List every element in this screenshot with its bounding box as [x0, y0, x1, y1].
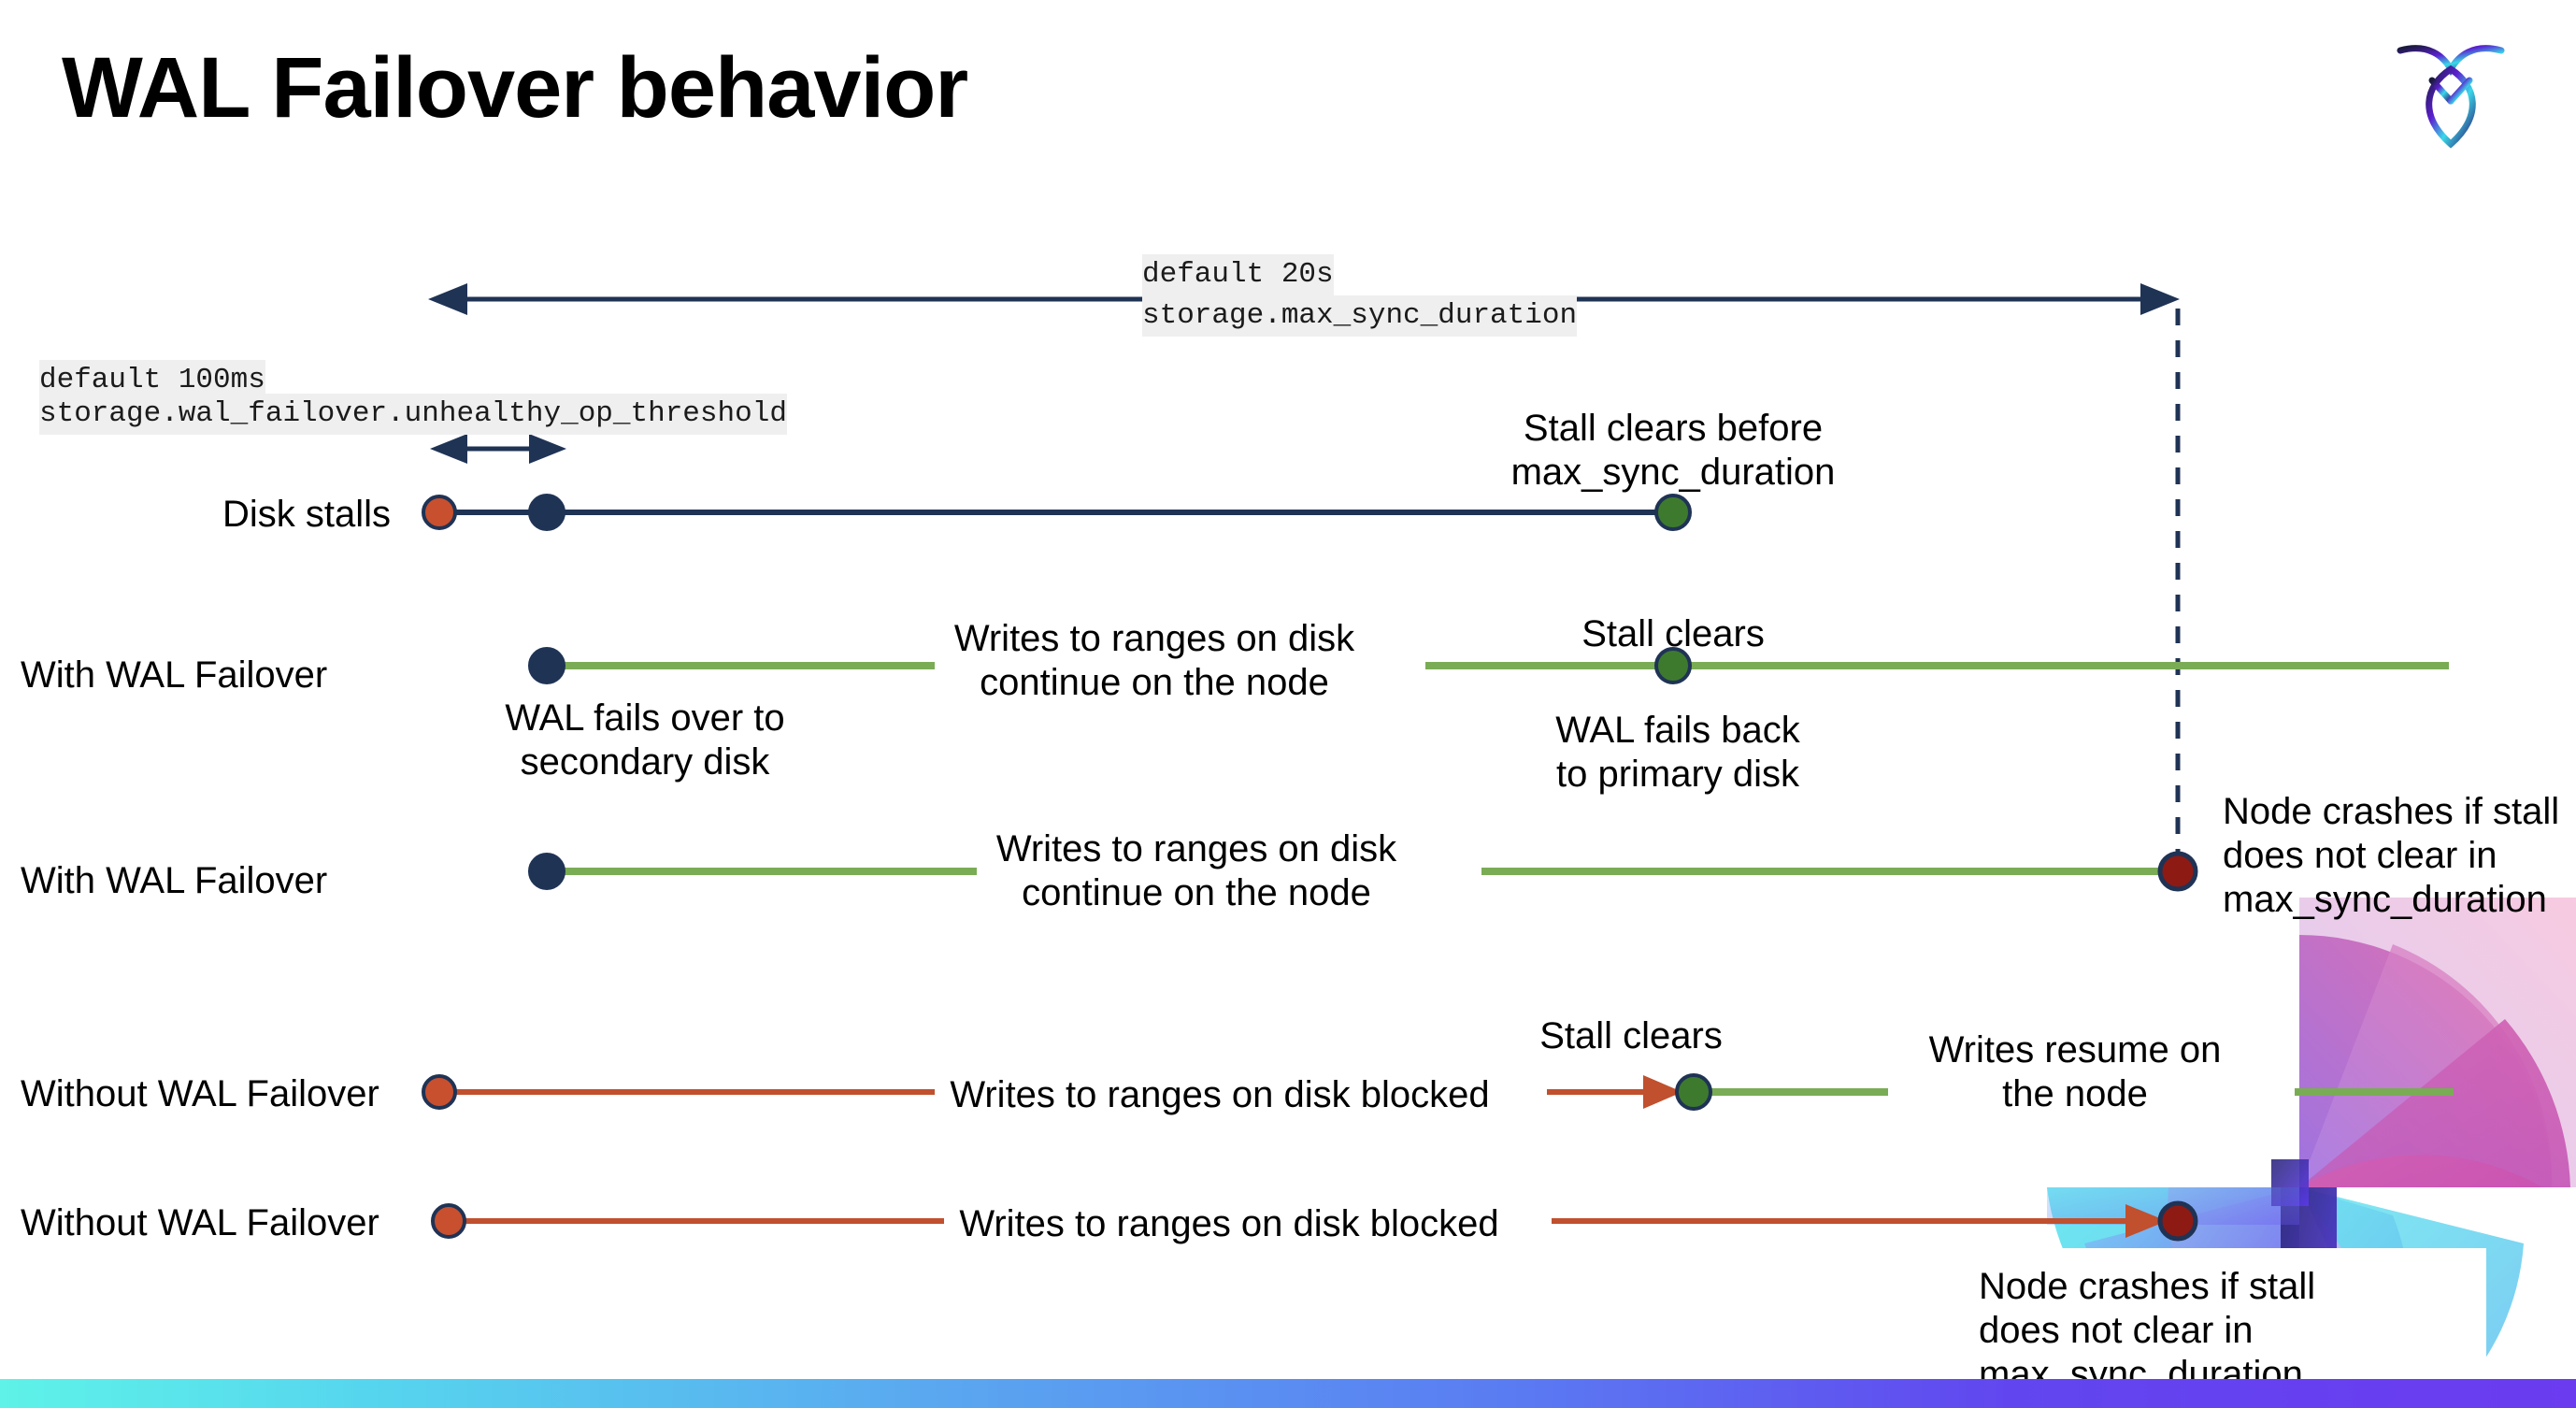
- unhealthy-op-setting-label: storage.wal_failover.unhealthy_op_thresh…: [39, 394, 787, 436]
- marker-failover: [528, 647, 565, 684]
- row-label-disk-stalls: Disk stalls: [222, 494, 392, 535]
- annotation-stall-clears-2: Stall clears: [1581, 613, 1765, 654]
- bottom-gradient-bar: [0, 1379, 2576, 1408]
- annotation-writes-blocked-2: Writes to ranges on disk blocked: [959, 1203, 1499, 1244]
- marker-stall-clear: [1675, 1073, 1712, 1111]
- marker-failover: [528, 494, 565, 531]
- annotation-wal-fails-back: WAL fails back to primary disk: [1555, 710, 1800, 796]
- annotation-stall-clears-before: Stall clears before max_sync_duration: [1510, 408, 1836, 494]
- row-without-failover-2-track: [431, 1200, 2198, 1242]
- marker-stall-clear: [1654, 647, 1692, 684]
- row-label-with-failover-2: With WAL Failover: [21, 860, 328, 901]
- marker-node-crash: [2157, 851, 2198, 892]
- max-sync-setting-label: storage.max_sync_duration: [1142, 295, 1578, 338]
- annotation-writes-resume: Writes resume on the node: [1928, 1029, 2222, 1115]
- row-label-without-failover-2: Without WAL Failover: [21, 1202, 379, 1243]
- row-with-failover-2-track: [528, 851, 2198, 892]
- page-title: WAL Failover behavior: [62, 40, 968, 136]
- row-without-failover-1-track: [422, 1073, 2454, 1111]
- row-with-failover-1-track: [528, 647, 2449, 684]
- unhealthy-op-threshold-arrow: [430, 434, 566, 464]
- marker-stall-start: [422, 495, 457, 530]
- row-label-with-failover-1: With WAL Failover: [21, 654, 328, 696]
- max-sync-default-label: default 20s: [1142, 254, 1334, 296]
- marker-stall-start: [422, 1074, 457, 1110]
- row-disk-stalls-track: [422, 494, 1692, 531]
- annotation-wal-fails-over: WAL fails over to secondary disk: [505, 697, 785, 783]
- annotation-stall-clears-3: Stall clears: [1539, 1015, 1723, 1056]
- annotation-node-crashes-1: Node crashes if stall does not clear in …: [2223, 791, 2560, 921]
- marker-stall-clear: [1654, 494, 1692, 531]
- annotation-writes-blocked-1: Writes to ranges on disk blocked: [950, 1074, 1490, 1115]
- cockroachdb-logo-icon: [2397, 45, 2505, 149]
- marker-failover: [528, 853, 565, 890]
- row-label-without-failover-1: Without WAL Failover: [21, 1073, 379, 1114]
- timeline-diagram: [422, 283, 2454, 1242]
- marker-stall-start: [431, 1203, 466, 1239]
- marker-node-crash: [2157, 1200, 2198, 1242]
- annotation-writes-continue-2: Writes to ranges on disk continue on the…: [995, 828, 1397, 914]
- annotation-writes-continue-1: Writes to ranges on disk continue on the…: [953, 618, 1355, 704]
